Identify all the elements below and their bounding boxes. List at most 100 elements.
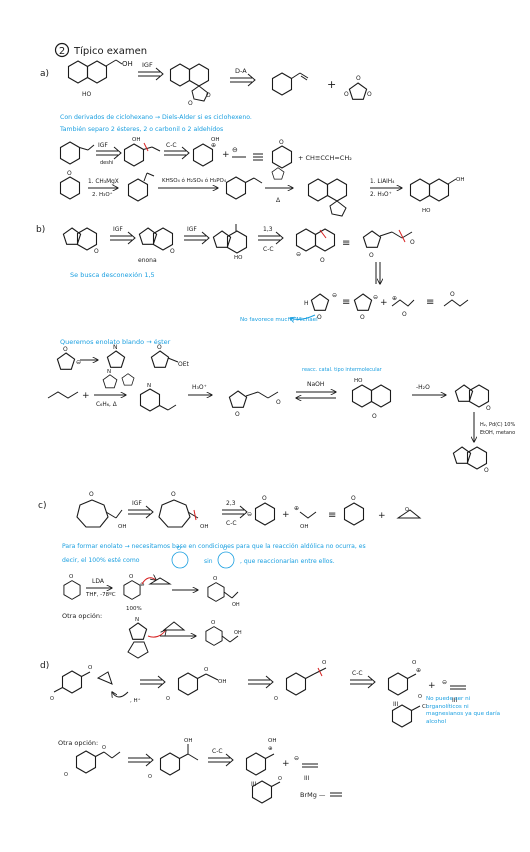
svg-text:IGF: IGF: [132, 500, 142, 507]
svg-text:+: +: [428, 681, 436, 691]
svg-text:O: O: [213, 576, 218, 582]
molecule-b-fragments: H ⊖ O: [304, 292, 337, 321]
svg-text:O: O: [484, 467, 489, 474]
molecule-d-enone: O O: [274, 660, 327, 702]
heading-number: 2: [59, 46, 65, 57]
svg-text:⊕: ⊕: [294, 505, 299, 512]
svg-text:O: O: [450, 291, 455, 298]
svg-text:⊖: ⊖: [294, 755, 299, 762]
note-b-2: Queremos enolato blando → éster: [60, 338, 171, 346]
svg-text:-H₂O: -H₂O: [416, 384, 430, 391]
section-label-d: d): [40, 661, 49, 671]
svg-text:O: O: [102, 745, 106, 751]
arrow-label-igf: IGF: [142, 61, 153, 69]
svg-text:IGF: IGF: [187, 226, 197, 233]
svg-text:O: O: [369, 252, 374, 259]
svg-text:, H⁺: , H⁺: [130, 697, 141, 704]
svg-text:O: O: [50, 696, 54, 702]
svg-text:OH: OH: [300, 524, 308, 530]
svg-text:≡: ≡: [328, 510, 336, 521]
svg-text:⊖: ⊖: [232, 146, 238, 154]
svg-text:III: III: [304, 775, 310, 782]
svg-text:OH: OH: [234, 630, 242, 636]
svg-text:⊕: ⊕: [211, 142, 216, 149]
svg-text:O: O: [206, 92, 211, 99]
svg-text:N: N: [135, 617, 139, 623]
svg-text:+: +: [380, 298, 388, 308]
svg-text:O: O: [223, 546, 227, 552]
svg-text:O: O: [322, 660, 327, 666]
svg-text:O: O: [69, 574, 74, 580]
section-label-b: b): [36, 225, 45, 235]
svg-text:≡: ≡: [342, 297, 350, 308]
molecule-d-diol: O O OH: [166, 667, 226, 702]
molecule-d-alt-target: O O: [64, 745, 121, 778]
svg-text:H: H: [304, 300, 309, 307]
svg-text:OH: OH: [211, 137, 219, 143]
svg-text:O: O: [367, 91, 372, 98]
svg-text:III: III: [393, 701, 399, 708]
svg-text:C-C: C-C: [352, 670, 363, 677]
molecule-d-alt-aldehyde: ⊕ OH III: [245, 738, 276, 788]
svg-text:HO: HO: [82, 91, 92, 98]
molecule-d-target: O O: [50, 665, 113, 702]
svg-text:Δ: Δ: [276, 197, 281, 204]
svg-text:1,3: 1,3: [263, 226, 273, 233]
svg-text:OH: OH: [200, 524, 208, 530]
svg-text:O: O: [405, 507, 409, 513]
svg-text:OH: OH: [184, 738, 192, 744]
note-a-1: Con derivados de ciclohexano → Diels-Ald…: [60, 114, 252, 121]
svg-text:C-C: C-C: [166, 142, 177, 149]
svg-text:HO: HO: [234, 255, 243, 261]
svg-text:O: O: [344, 91, 349, 98]
svg-text:C₆H₆, Δ: C₆H₆, Δ: [96, 402, 117, 408]
plus-sign: +: [327, 78, 336, 91]
molecule-b-target: O: [62, 227, 99, 255]
other-option-d: Otra opción:: [58, 739, 98, 747]
svg-text:O: O: [418, 694, 422, 700]
molecule-d-alt-alcohol: O OH: [148, 738, 199, 780]
svg-text:HO: HO: [354, 378, 363, 384]
retro-arrow: [229, 73, 256, 87]
note-c-1: Para formar enolato → necesitamos base e…: [62, 542, 366, 550]
route-a-1: IGF deshi OH C-C ⊕ OH + ⊖ O + CH≡CCH=CH₂: [59, 137, 352, 169]
svg-text:OEt: OEt: [178, 361, 190, 368]
note-b-1: Se busca desconexión 1,5: [70, 271, 155, 279]
svg-text:C-C: C-C: [263, 246, 274, 253]
svg-text:O: O: [279, 139, 284, 146]
svg-text:O: O: [276, 399, 281, 406]
svg-text:O: O: [88, 665, 93, 671]
svg-text:⊕: ⊕: [392, 295, 397, 302]
svg-text:O: O: [372, 413, 377, 420]
svg-text:deshi: deshi: [100, 160, 113, 166]
svg-text:⊖: ⊖: [140, 582, 145, 588]
molecule-b-bicycle: ⊖ O: [295, 228, 336, 264]
molecule-b-enona: O: [138, 227, 175, 255]
svg-text:+ CH≡CCH=CH₂: + CH≡CCH=CH₂: [298, 154, 352, 162]
svg-text:OH: OH: [122, 60, 133, 68]
svg-text:O: O: [188, 100, 193, 107]
svg-text:OH: OH: [268, 738, 276, 744]
page-title: Típico examen: [73, 45, 147, 57]
svg-text:sin: sin: [204, 558, 213, 565]
section-label-c: c): [38, 501, 46, 511]
svg-text:O: O: [148, 774, 152, 780]
svg-text:IGF: IGF: [98, 142, 108, 149]
svg-text:+: +: [222, 150, 230, 160]
retro-arrow: [137, 67, 164, 81]
section-a: a) OH HO IGF O O D-A +: [40, 59, 464, 217]
svg-text:OH: OH: [218, 679, 226, 685]
svg-text:OH: OH: [132, 137, 140, 143]
other-option-c: Otra opción:: [62, 612, 102, 620]
svg-text:O: O: [317, 314, 322, 321]
svg-text:O: O: [356, 75, 361, 82]
enona-label: enona: [138, 257, 157, 264]
svg-text:O: O: [67, 170, 72, 177]
svg-text:O: O: [129, 574, 134, 580]
svg-text:O: O: [412, 660, 417, 666]
svg-text:HO: HO: [422, 208, 431, 214]
note-a-2: También separo 2 ésteres, 2 o carbonil o…: [59, 125, 223, 133]
section-b: b) O IGF O enona IGF HO 1,3 C-C ⊖ O ≡: [36, 224, 515, 474]
svg-text:N: N: [147, 383, 151, 389]
svg-text:H₃O⁺: H₃O⁺: [192, 384, 207, 391]
